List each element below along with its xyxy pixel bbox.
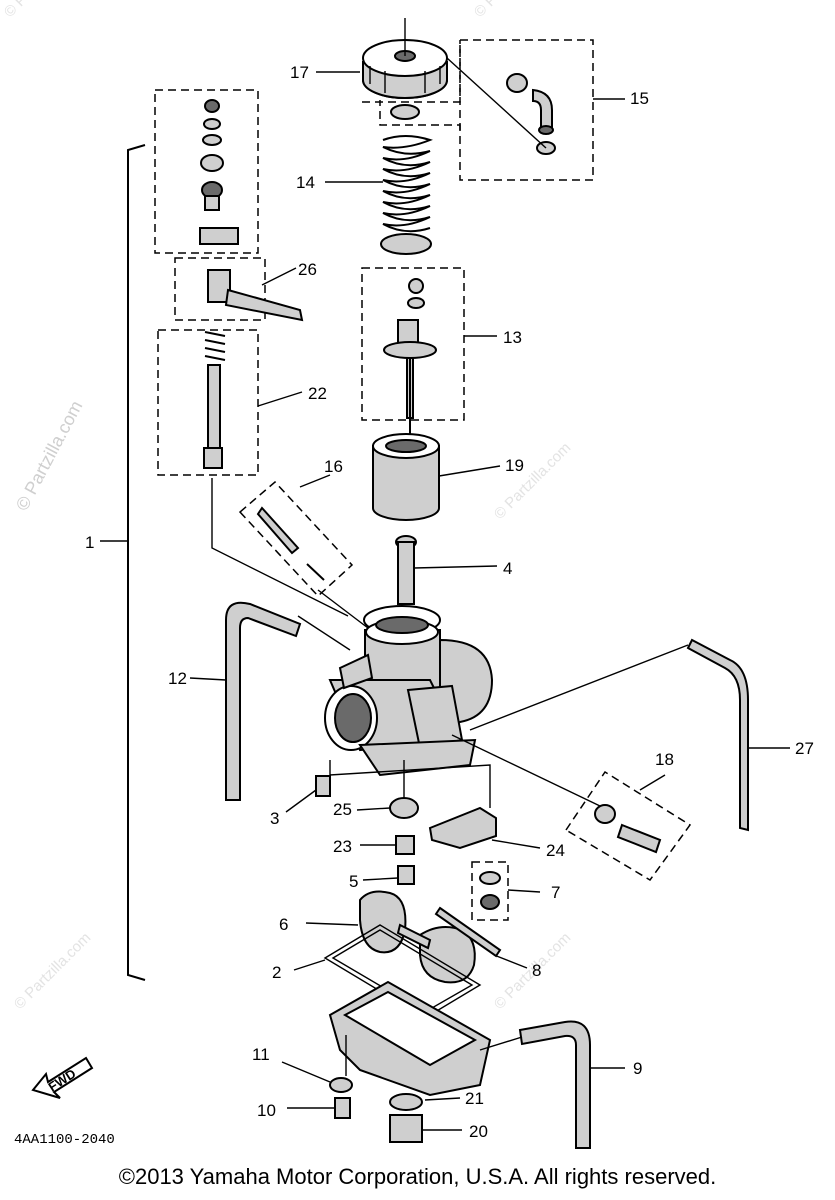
part-12-tube: [225, 601, 302, 801]
float-bowl: [328, 980, 492, 1097]
watermark-text: © Partzilla.com: [471, 0, 554, 21]
label-23: 23: [333, 837, 352, 856]
watermark-text: © Partzilla.com: [11, 929, 94, 1012]
washer: [390, 104, 420, 120]
label-12: 12: [168, 669, 187, 688]
watermarks: © Partzilla.com © Partzilla.com © Partzi…: [1, 0, 574, 1013]
label-7: 7: [551, 883, 560, 902]
part-11-washer: [329, 1077, 353, 1093]
label-14: 14: [296, 173, 315, 192]
part-19-throttle-valve: [372, 433, 440, 521]
label-4: 4: [503, 559, 512, 578]
part-22-screw: [157, 329, 259, 476]
part-24-plate: [428, 806, 497, 850]
part-group-upper-left: [154, 89, 259, 254]
part-labels: 1 2 3 4 5 6 7 8 9 10 11 12 13 14 15 16 1…: [85, 63, 814, 1141]
watermark-text: © Partzilla.com: [1, 0, 84, 21]
part-6-floats: [359, 890, 476, 984]
label-9: 9: [633, 1059, 642, 1078]
part-26-lever: [174, 257, 304, 322]
label-8: 8: [532, 961, 541, 980]
label-18: 18: [655, 750, 674, 769]
part-4-needle-jet: [395, 535, 417, 605]
label-27: 27: [795, 739, 814, 758]
label-25: 25: [333, 800, 352, 819]
part-20-plug: [389, 1114, 423, 1143]
label-6: 6: [279, 915, 288, 934]
label-26: 26: [298, 260, 317, 279]
part-18-adjuster: [451, 734, 692, 881]
part-9-tube: [518, 1020, 591, 1149]
copyright-text: ©2013 Yamaha Motor Corporation, U.S.A. A…: [118, 1164, 717, 1189]
label-20: 20: [469, 1122, 488, 1141]
label-3: 3: [270, 809, 279, 828]
part-7-valve: [471, 861, 509, 921]
watermark-text-main: © Partzilla.com: [12, 397, 87, 513]
label-21: 21: [465, 1089, 484, 1108]
part-23-jet: [395, 835, 415, 855]
label-17: 17: [290, 63, 309, 82]
label-16: 16: [324, 457, 343, 476]
carburetor-body: [297, 605, 494, 777]
part-17-cap: [362, 39, 448, 99]
label-15: 15: [630, 89, 649, 108]
part-14-spring: [380, 135, 433, 255]
part-5-jet: [397, 865, 415, 885]
label-2: 2: [272, 963, 281, 982]
part-10-screw: [334, 1097, 351, 1119]
fwd-arrow-icon: FWD: [31, 1056, 94, 1099]
part-3-screw: [315, 775, 331, 797]
assembly-bracket: [127, 144, 146, 981]
label-11: 11: [252, 1045, 270, 1064]
part-15-elbow: [446, 39, 594, 181]
label-10: 10: [257, 1101, 276, 1120]
part-25-seat: [389, 797, 419, 819]
part-16-pilot-screw: [238, 480, 354, 598]
watermark-text: © Partzilla.com: [491, 439, 574, 522]
label-13: 13: [503, 328, 522, 347]
label-24: 24: [546, 841, 565, 860]
label-5: 5: [349, 872, 358, 891]
part-21-o-ring: [389, 1093, 423, 1111]
label-19: 19: [505, 456, 524, 475]
diagram-code: 4AA1100-2040: [14, 1132, 115, 1148]
part-27-tube: [469, 638, 749, 832]
part-13-needle: [361, 267, 465, 440]
label-1: 1: [85, 533, 94, 552]
label-22: 22: [308, 384, 327, 403]
